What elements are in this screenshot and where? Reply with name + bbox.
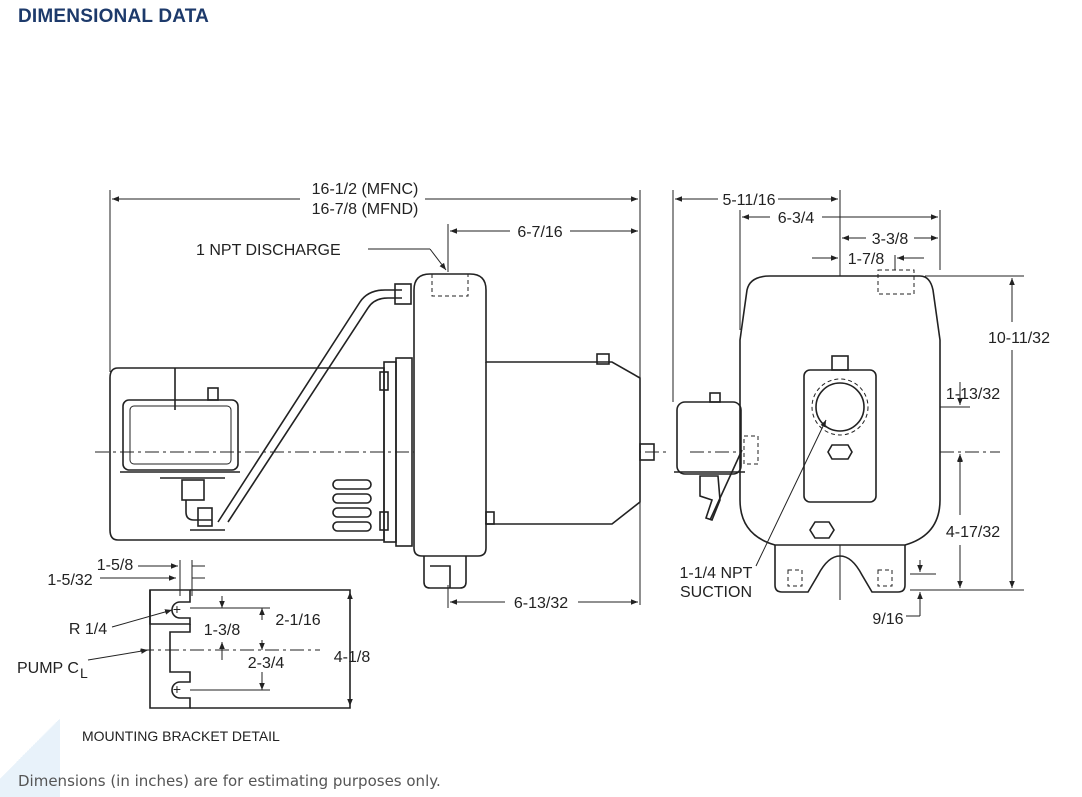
- end-width-dim-3: 3-3/8: [872, 231, 909, 248]
- bracket-dim-3: 1-3/8: [204, 622, 241, 639]
- suction-label-line-1: 1-1/4 NPT: [680, 565, 753, 582]
- overall-length-mfnc: 16-1/2 (MFNC): [312, 181, 419, 198]
- pump-centerline-subscript: L: [80, 665, 88, 681]
- footnote: Dimensions (in inches) are for estimatin…: [18, 772, 441, 790]
- page-title: DIMENSIONAL DATA: [18, 6, 210, 27]
- bracket-dim-1: 1-5/8: [97, 557, 134, 574]
- end-width-dim-2: 6-3/4: [778, 210, 815, 227]
- discharge-to-end-dim: 6-7/16: [517, 224, 562, 241]
- pump-side-view: [95, 190, 670, 608]
- pump-centerline-label: PUMP C: [17, 660, 79, 677]
- end-width-dim-1: 5-11/16: [722, 192, 775, 209]
- bracket-hole-lower: +: [173, 681, 181, 697]
- bracket-hole-upper: +: [173, 601, 181, 617]
- bottom-dim: 6-13/32: [514, 595, 568, 612]
- corner-decoration: [0, 700, 60, 797]
- suction-offset-dim: 1-13/32: [946, 386, 1000, 403]
- bracket-radius: R 1/4: [69, 621, 107, 638]
- bracket-dim-6: 4-1/8: [334, 649, 371, 666]
- suction-label-line-2: SUCTION: [680, 584, 752, 601]
- pump-end-view: [672, 190, 1024, 617]
- bracket-dim-4: 2-1/16: [275, 612, 320, 629]
- discharge-label: 1 NPT DISCHARGE: [196, 242, 341, 259]
- end-width-dim-4: 1-7/8: [848, 251, 885, 268]
- mounting-bracket-detail: + +: [87, 560, 353, 709]
- foot-height-dim: 9/16: [872, 611, 903, 628]
- bracket-dim-2: 1-5/32: [47, 572, 92, 589]
- bracket-caption: MOUNTING BRACKET DETAIL: [82, 728, 280, 744]
- overall-length-mfnd: 16-7/8 (MFND): [312, 201, 419, 218]
- height-total-dim: 10-11/32: [988, 330, 1050, 347]
- bracket-dim-5: 2-3/4: [248, 655, 285, 672]
- center-height-dim: 4-17/32: [946, 524, 1000, 541]
